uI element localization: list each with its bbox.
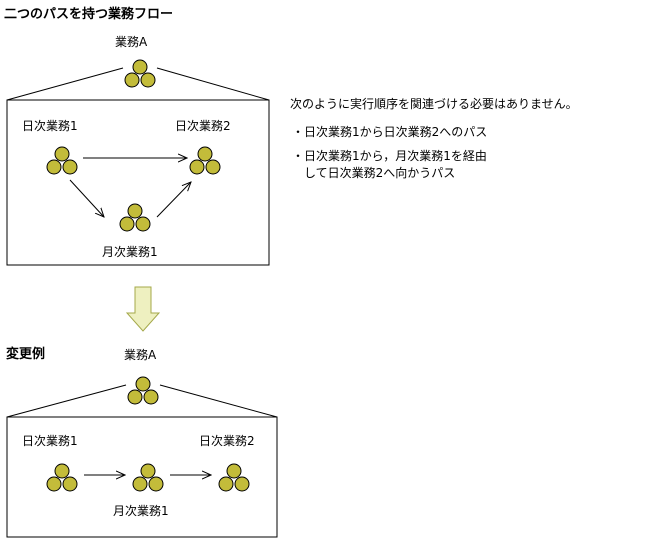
section2-parent-label: 業務A bbox=[124, 348, 157, 362]
section2-title: 変更例 bbox=[6, 347, 46, 362]
section2-parent-node-icon bbox=[127, 376, 159, 405]
section2-monthly1-node-icon bbox=[132, 463, 164, 492]
section2-detail-box bbox=[6, 416, 278, 538]
section1-expand-line-right bbox=[156, 67, 270, 101]
section1-arrow-monthly1-to-daily2 bbox=[156, 182, 191, 218]
note-bullet-2-line-1: ・日次業務1から，月次業務1を経由 bbox=[292, 149, 487, 163]
section1-expand-line-left bbox=[6, 67, 124, 101]
section1-diagram bbox=[6, 59, 270, 266]
note-intro: 次のように実行順序を関連づける必要はありません。 bbox=[290, 97, 578, 111]
section2-expand-line-left bbox=[6, 384, 127, 418]
section1-daily1-node-icon bbox=[46, 146, 78, 175]
note-bullet-2-line-2: して日次業務2へ向かうパス bbox=[292, 166, 456, 180]
section1-monthly1-node-icon bbox=[119, 203, 151, 232]
section1-parent-node-icon bbox=[124, 59, 156, 88]
section2-daily2-node-icon bbox=[218, 463, 250, 492]
section2-expand-line-right bbox=[159, 384, 278, 418]
section1-daily1-label: 日次業務1 bbox=[22, 119, 78, 133]
section1-title: 二つのパスを持つ業務フロー bbox=[4, 7, 174, 22]
section2-daily1-label: 日次業務1 bbox=[22, 434, 78, 448]
section1-monthly1-label: 月次業務1 bbox=[102, 245, 158, 259]
note-bullet-1: ・日次業務1から日次業務2へのパス bbox=[292, 125, 488, 139]
section2-diagram bbox=[6, 376, 278, 538]
down-arrow-icon bbox=[125, 286, 161, 332]
section1-daily2-node-icon bbox=[189, 146, 221, 175]
section1-parent-label: 業務A bbox=[115, 35, 148, 49]
section2-daily2-label: 日次業務2 bbox=[199, 434, 255, 448]
section1-detail-box bbox=[6, 99, 270, 266]
section1-daily2-label: 日次業務2 bbox=[175, 119, 231, 133]
section2-monthly1-label: 月次業務1 bbox=[113, 504, 169, 518]
section1-arrow-daily1-to-monthly1 bbox=[69, 179, 104, 217]
section2-daily1-node-icon bbox=[46, 463, 78, 492]
